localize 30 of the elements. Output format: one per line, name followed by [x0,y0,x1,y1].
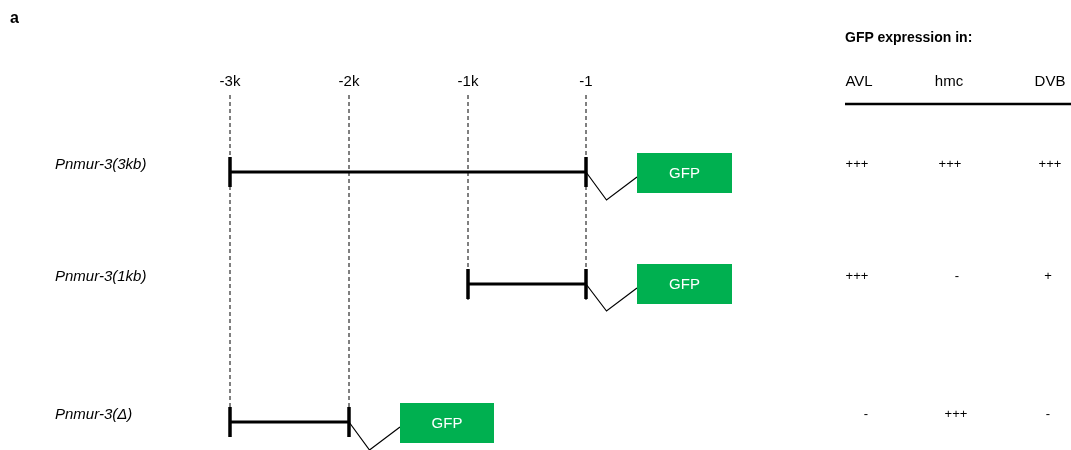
expression-level: - [1045,406,1051,420]
intron-connector [348,421,401,450]
expression-level: +++ [938,156,962,170]
expression-level: +++ [944,406,968,420]
axis-tick-label: -2k [338,72,360,88]
expression-level: + [1044,268,1052,282]
construct-name: Pnmur-3(1kb) [55,267,147,283]
table-heading: GFP expression in: [845,30,973,44]
gfp-box: GFP [637,264,732,304]
column-header: DVB [1034,72,1066,88]
expression-level: +++ [845,268,869,282]
expression-level: - [954,268,960,282]
expression-level: - [863,406,869,420]
gfp-box: GFP [637,153,732,193]
construct-name: Pnmur-3(Δ) [55,405,133,421]
intron-connector [585,171,638,201]
promoter-bar [466,268,588,300]
axis-tick-label: -1k [457,72,479,88]
intron-connector [585,283,638,312]
expression-level: +++ [1038,156,1062,170]
column-header: hmc [934,72,964,88]
column-header: AVL [845,72,873,88]
gfp-box: GFP [400,403,494,443]
construct-name: Pnmur-3(3kb) [55,155,147,171]
expression-level: +++ [845,156,869,170]
panel-letter: a [10,10,19,26]
promoter-bar [228,156,588,188]
axis-tick-label: -3k [219,72,241,88]
promoter-bar [228,406,351,438]
axis-tick-label: -1 [579,72,593,88]
